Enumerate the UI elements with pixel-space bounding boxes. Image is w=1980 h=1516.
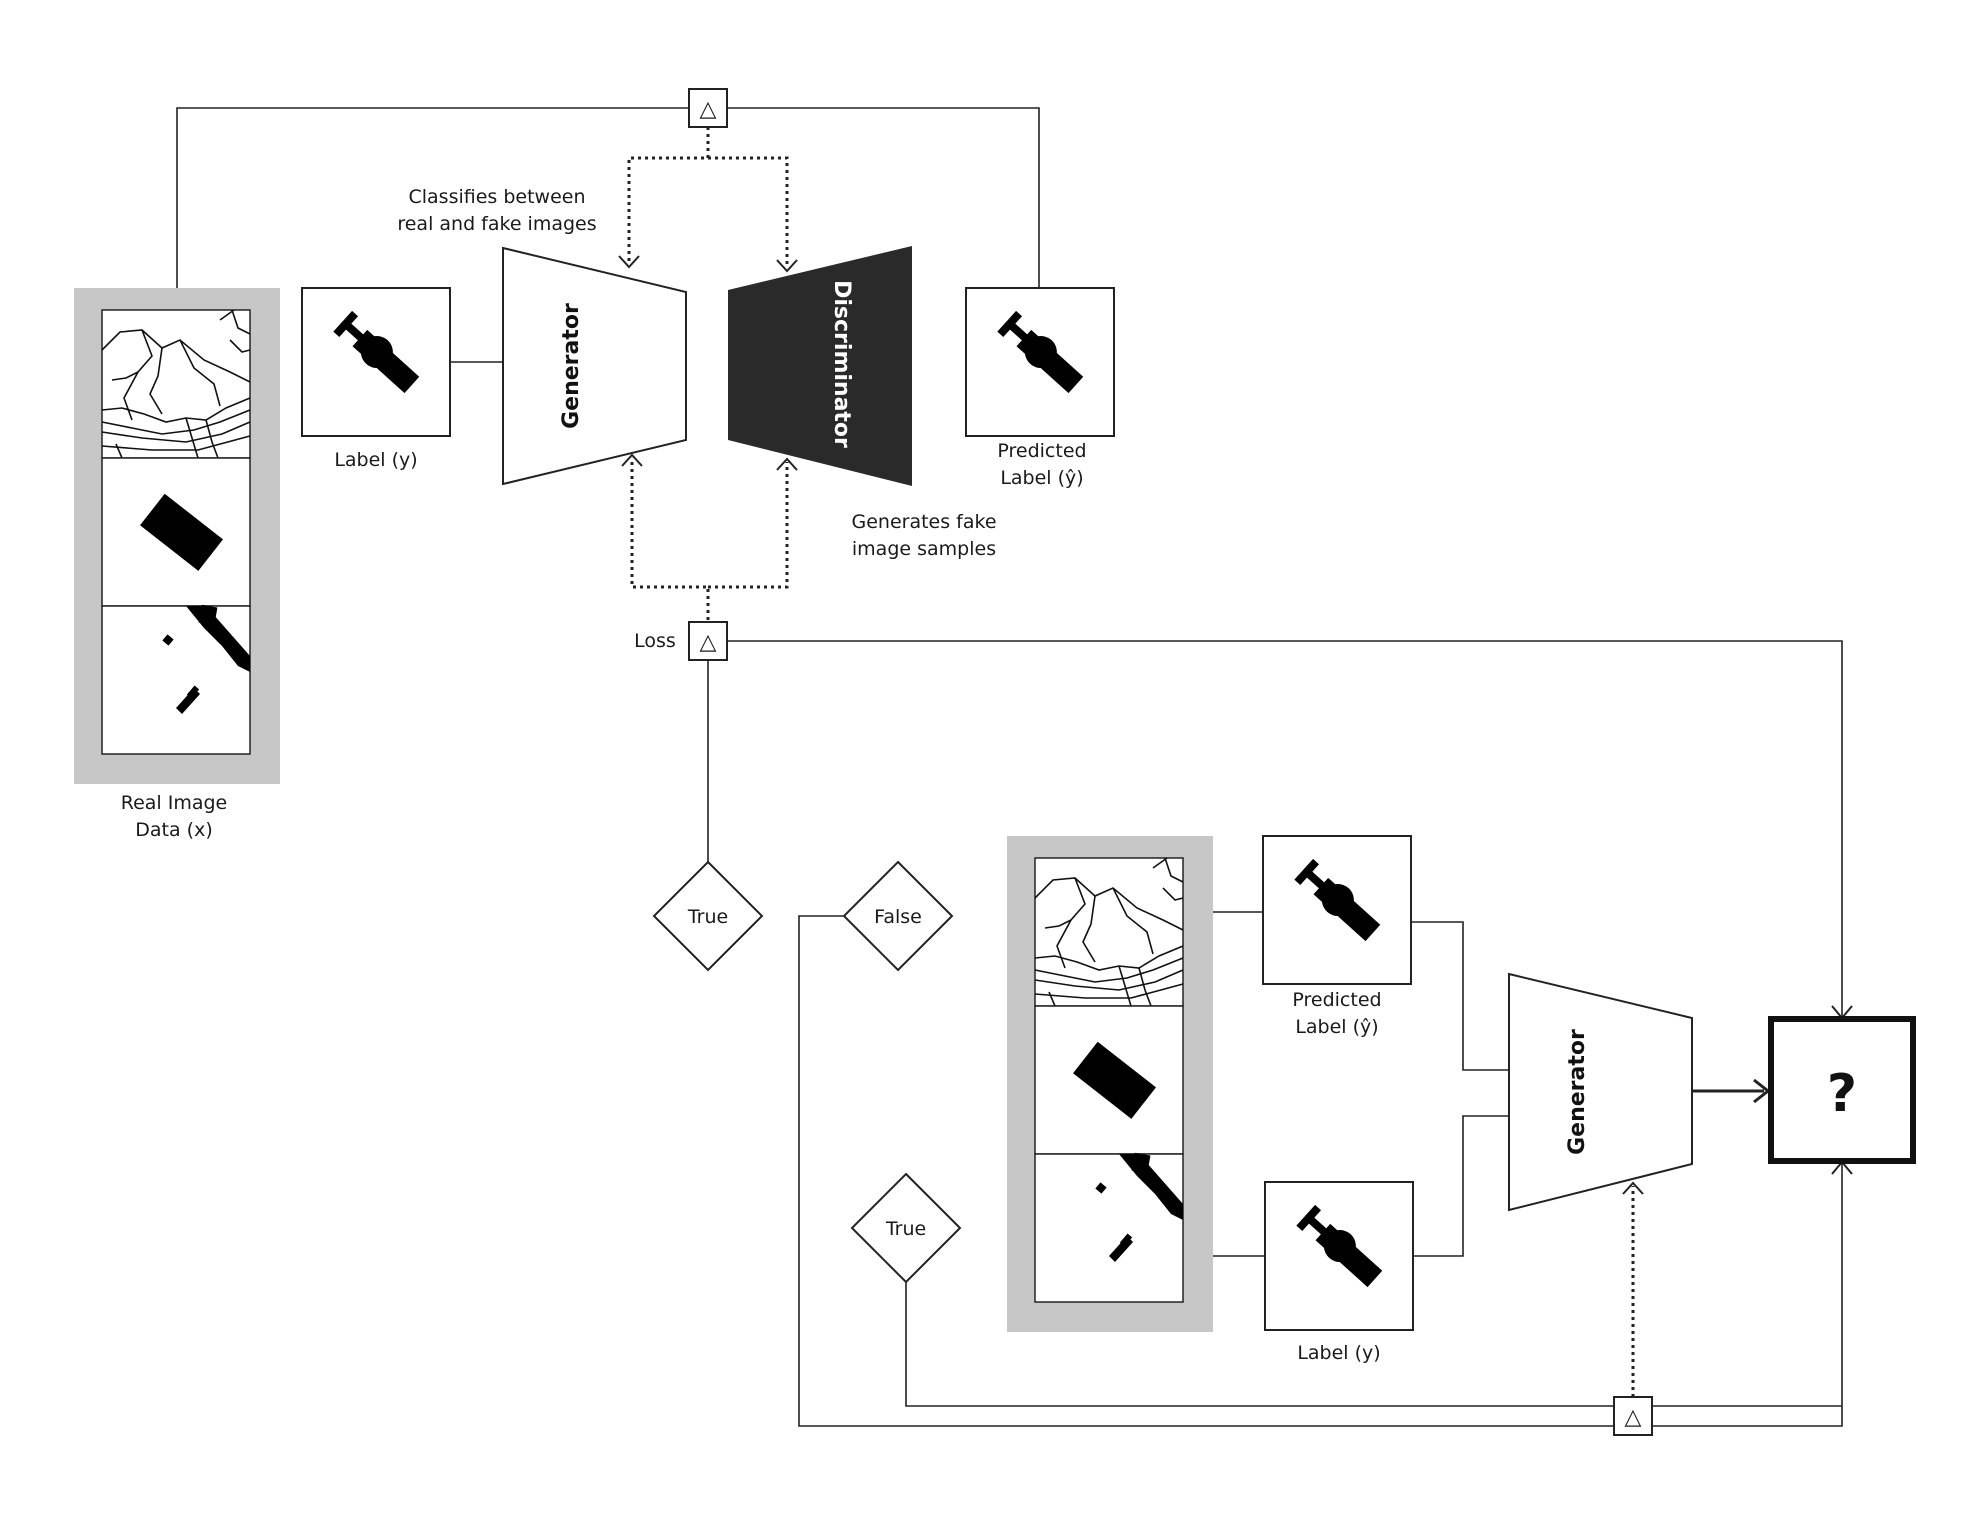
predicted-label-top-box [965,287,1115,437]
label-y-top-text: Label (y) [334,449,417,471]
top-delta-box: △ [688,88,728,128]
predicted-top-line1: Predicted [997,440,1086,462]
discriminator-label: Discriminator [829,280,854,448]
generator-top [502,246,687,486]
output-question-mark: ? [1827,1064,1857,1124]
predicted-bottom-line2: Label (ŷ) [1295,1016,1378,1038]
bottom-image-panel [1007,836,1213,1332]
top-dotted-to-generator [627,127,710,264]
predicted-top-line2: Label (ŷ) [1000,467,1083,489]
generator-top-label: Generator [559,303,584,429]
predicted-label-bottom-box [1262,835,1412,985]
predicted-bottom-line1: Predicted [1292,989,1381,1011]
arrow-into-discriminator-bottom [776,457,798,471]
real-map-tile [101,309,251,459]
real-image-data-panel [74,288,280,784]
true-diamond-1-label: True [687,906,728,928]
generator-bottom-label: Generator [1565,1029,1590,1155]
true-diamond-1: True [652,860,764,972]
true-diamond-2-label: True [885,1218,926,1240]
predicted-to-generator-wire [1411,921,1509,1071]
bottom-road-tile [1034,1151,1184,1303]
generates-line1: Generates fake [851,511,996,533]
arrow-into-discriminator-top [776,259,798,273]
bottom-delta-symbol: △ [1625,1405,1642,1430]
generator-bottom [1508,972,1693,1212]
loss-dotted-to-generator [630,458,710,620]
top-delta-symbol: △ [700,97,717,122]
loss-label: Loss [634,630,676,652]
false-diamond: False [842,860,954,972]
top-loop-left-wire [176,107,690,288]
bottom-map-tile [1034,857,1184,1007]
real-data-label-line2: Data (x) [135,819,212,841]
real-road-tile [101,603,251,755]
bottom-building-tile [1034,1005,1184,1155]
loss-delta-symbol: △ [700,630,717,655]
false-loop-wire [798,915,1614,1427]
true-diamond-2: True [850,1172,962,1284]
output-box [1768,1016,1916,1164]
label-y-top-box [301,287,451,437]
label-to-generator-wire-bottom [1413,1115,1509,1257]
classifies-line2: real and fake images [397,213,596,235]
false-diamond-label: False [874,906,922,928]
top-dotted-to-discriminator [708,156,789,268]
classifies-line1: Classifies between [408,186,585,208]
arrow-into-generator-bottom [621,453,643,467]
label-y-bottom-box [1264,1181,1414,1331]
arrow-into-generator-bottom-section [1622,1181,1644,1195]
arrow-into-generator-top [618,255,640,269]
label-y-bottom-text: Label (y) [1297,1342,1380,1364]
generates-line2: image samples [852,538,996,560]
top-loop-right-wire [726,107,1040,288]
real-building-tile [101,457,251,607]
real-data-label-line1: Real Image [121,792,228,814]
loss-delta-box: △ [688,621,728,661]
true-loop-wire [905,1282,1614,1407]
discriminator [728,246,912,486]
bottom-delta-box: △ [1613,1396,1653,1436]
loss-to-output-wire [727,640,1843,1016]
bottom-delta-right-wire-2 [1652,1164,1843,1427]
loss-dotted-to-discriminator [708,462,789,589]
